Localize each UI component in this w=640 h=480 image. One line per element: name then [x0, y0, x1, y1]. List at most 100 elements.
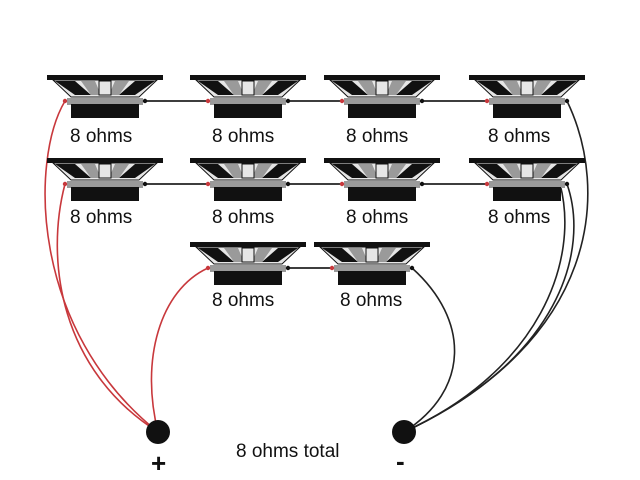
- wire: [403, 183, 566, 433]
- speaker-rib: [348, 248, 368, 262]
- speaker-rib: [119, 81, 155, 95]
- speaker-dustcap: [520, 80, 534, 96]
- speaker-rib: [252, 81, 272, 95]
- speaker-rib: [55, 81, 91, 95]
- speaker-magnet: [71, 104, 139, 118]
- speaker-flange: [314, 242, 430, 247]
- wires: [44, 100, 589, 433]
- speaker-dustcap: [98, 80, 112, 96]
- speaker-rib: [262, 164, 298, 178]
- speaker-flange: [190, 242, 306, 247]
- speaker-flange: [47, 75, 163, 80]
- speaker-flange: [190, 75, 306, 80]
- speaker-icon: [190, 158, 306, 201]
- speaker-rib: [198, 248, 234, 262]
- speaker-rib: [198, 164, 234, 178]
- speaker-positive-dot: [205, 98, 211, 104]
- speaker-plate: [344, 98, 420, 105]
- speaker-rib: [262, 248, 298, 262]
- wire: [403, 267, 456, 433]
- speaker-dustcap: [375, 163, 389, 179]
- speaker-rib: [109, 81, 129, 95]
- speaker-label: 8 ohms: [70, 207, 133, 228]
- speaker-label: 8 ohms: [212, 290, 275, 311]
- speaker-rib: [332, 81, 368, 95]
- speaker-magnet: [214, 187, 282, 201]
- speaker-rib: [252, 164, 272, 178]
- speaker-magnet: [493, 104, 561, 118]
- speaker-rib: [224, 81, 244, 95]
- speaker-dustcap: [241, 163, 255, 179]
- speaker-dustcap: [375, 80, 389, 96]
- terminals: [146, 420, 416, 444]
- speaker-plate: [210, 181, 286, 188]
- speaker-plate: [489, 98, 565, 105]
- speaker-icon: [47, 158, 163, 201]
- speaker-rib: [503, 81, 523, 95]
- speaker-icon: [190, 242, 306, 285]
- speaker-dustcap: [241, 247, 255, 263]
- speaker-label: 8 ohms: [346, 207, 409, 228]
- speaker-label: 8 ohms: [212, 207, 275, 228]
- speaker-positive-dot: [484, 181, 490, 187]
- speaker-magnet: [338, 271, 406, 285]
- total-impedance-label: 8 ohms total: [236, 441, 340, 462]
- speaker-rib: [198, 81, 234, 95]
- speaker-rib: [503, 164, 523, 178]
- speaker-label: 8 ohms: [340, 290, 403, 311]
- speaker-rib: [386, 248, 422, 262]
- speaker-rib: [252, 248, 272, 262]
- speaker-rib: [396, 81, 432, 95]
- speaker-negative-dot: [285, 181, 291, 187]
- speaker-positive-dot: [339, 98, 345, 104]
- speaker-magnet: [214, 271, 282, 285]
- speaker-label: 8 ohms: [488, 207, 551, 228]
- speaker-rib: [55, 164, 91, 178]
- negative-terminal: [392, 420, 416, 444]
- speaker-rib: [531, 81, 551, 95]
- speaker-rib: [262, 81, 298, 95]
- speaker-flange: [324, 158, 440, 163]
- positive-terminal: [146, 420, 170, 444]
- speaker-negative-dot: [419, 181, 425, 187]
- wire: [150, 267, 209, 433]
- speaker-icon: [469, 75, 585, 118]
- speaker-magnet: [71, 187, 139, 201]
- speaker-rib: [358, 164, 378, 178]
- speaker-rib: [376, 248, 396, 262]
- speaker-plate: [210, 265, 286, 272]
- speaker-negative-dot: [142, 181, 148, 187]
- speaker-dustcap: [520, 163, 534, 179]
- negative-terminal-label: -: [396, 446, 405, 476]
- speaker-plate: [489, 181, 565, 188]
- speaker-negative-dot: [419, 98, 425, 104]
- speaker-magnet: [348, 104, 416, 118]
- speaker-label: 8 ohms: [346, 126, 409, 147]
- speaker-rib: [322, 248, 358, 262]
- speaker-rib: [386, 81, 406, 95]
- speaker-negative-dot: [564, 181, 570, 187]
- speaker-magnet: [214, 104, 282, 118]
- speaker-flange: [324, 75, 440, 80]
- wire: [56, 183, 159, 433]
- speaker-rib: [224, 248, 244, 262]
- speaker-flange: [190, 158, 306, 163]
- speaker-dustcap: [365, 247, 379, 263]
- speaker-plate: [67, 181, 143, 188]
- positive-terminal-label: +: [151, 448, 167, 478]
- wire: [44, 100, 159, 433]
- speaker-icon: [190, 75, 306, 118]
- speaker-negative-dot: [142, 98, 148, 104]
- speaker-positive-dot: [205, 181, 211, 187]
- speaker-rib: [119, 164, 155, 178]
- speaker-plate: [334, 265, 410, 272]
- wire: [403, 100, 589, 433]
- speaker-dustcap: [98, 163, 112, 179]
- speaker-rib: [332, 164, 368, 178]
- speaker-icon: [469, 158, 585, 201]
- speaker-rib: [531, 164, 551, 178]
- speaker-negative-dot: [285, 98, 291, 104]
- speaker-label: 8 ohms: [488, 126, 551, 147]
- speaker-rib: [477, 81, 513, 95]
